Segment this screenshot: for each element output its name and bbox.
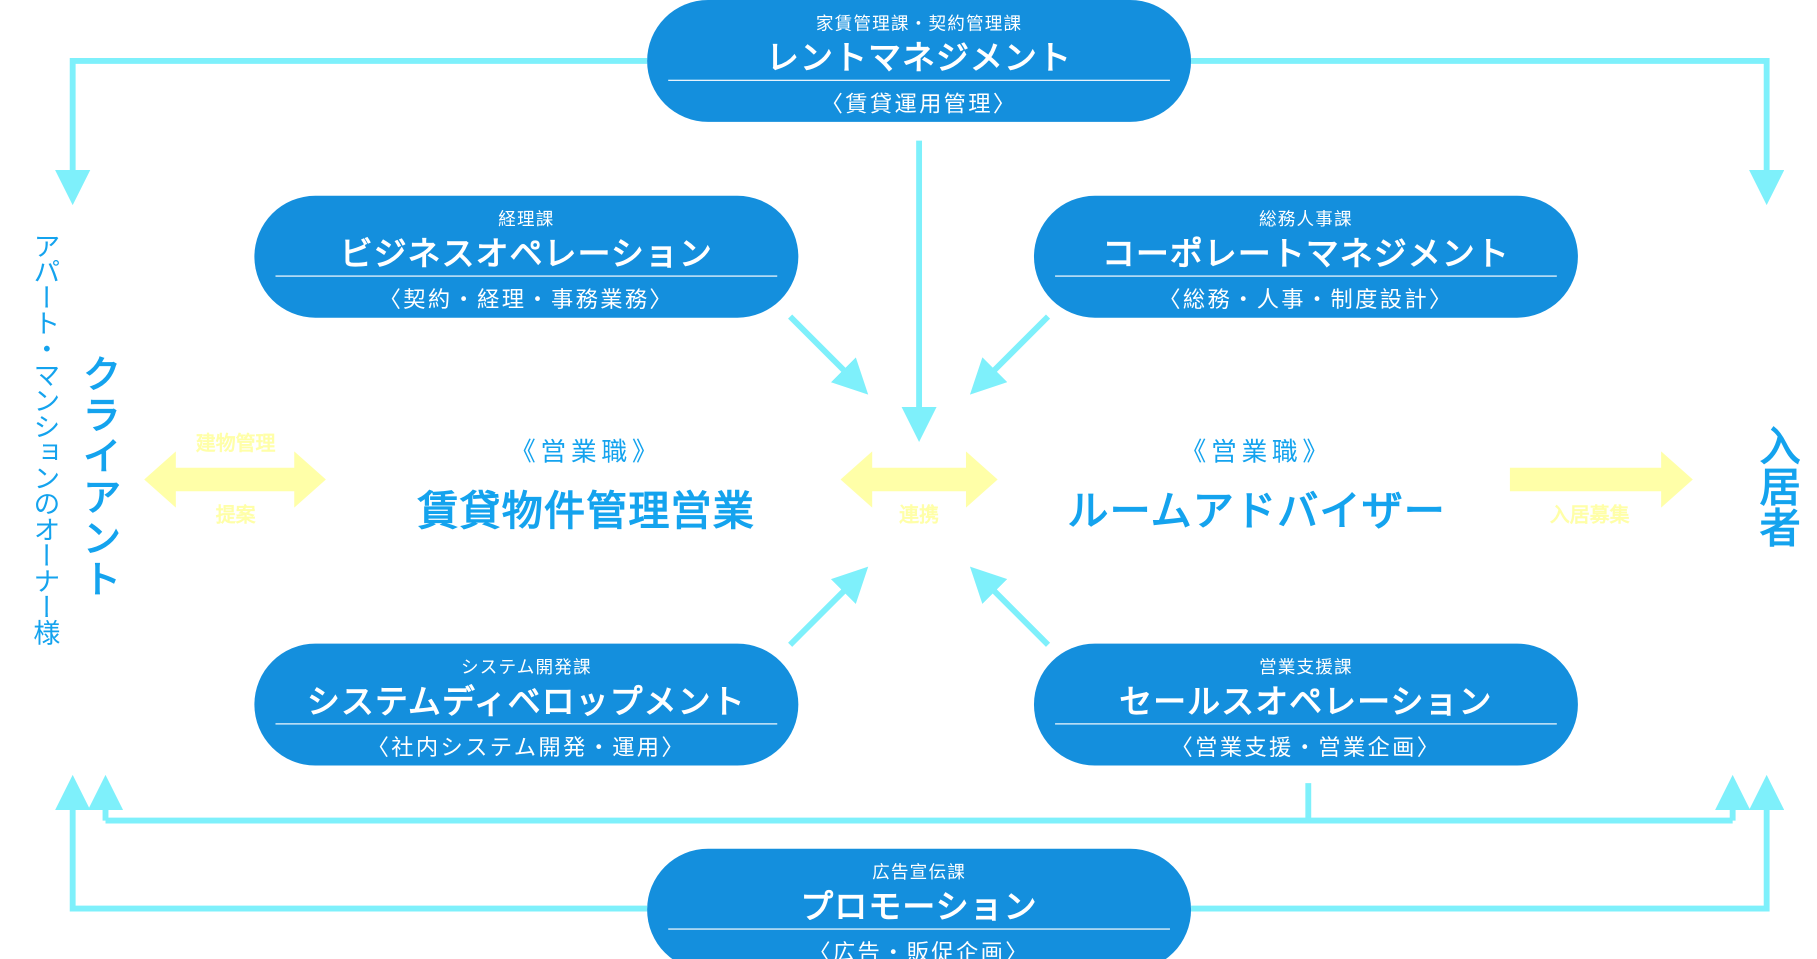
line-business-to-center bbox=[788, 314, 869, 395]
box-subtitle: 〈総務・人事・制度設計〉 bbox=[1158, 287, 1454, 314]
box-subtitle: 〈社内システム開発・運用〉 bbox=[366, 735, 687, 761]
line-corporate-to-center bbox=[969, 314, 1051, 395]
role-category-right: 《営業職》 bbox=[1180, 438, 1333, 468]
line-rent-to-client bbox=[55, 58, 648, 206]
divider bbox=[275, 723, 778, 725]
box-sales-operation: 営業支援課 セールスオペレーション 〈営業支援・営業企画〉 bbox=[1033, 643, 1578, 766]
box-title: システムディベロップメント bbox=[307, 682, 746, 721]
box-subtitle: 〈営業支援・営業企画〉 bbox=[1170, 735, 1442, 761]
box-title: プロモーション bbox=[800, 887, 1038, 927]
line-sales-bus bbox=[105, 783, 1733, 824]
center-double-arrow bbox=[840, 451, 998, 508]
box-promotion: 広告宣伝課 プロモーション 〈広告・販促企画〉 bbox=[647, 848, 1192, 959]
box-subtitle: 〈広告・販促企画〉 bbox=[808, 940, 1030, 959]
role-name-right: ルームアドバイザー bbox=[1067, 488, 1447, 536]
box-rent-management: 家賃管理課・契約管理課 レントマネジメント 〈賃貸運用管理〉 bbox=[647, 0, 1192, 122]
box-subtitle: 〈賃貸運用管理〉 bbox=[820, 91, 1018, 118]
box-title: セールスオペレーション bbox=[1119, 682, 1493, 721]
label-tenant-recruitment: 入居募集 bbox=[1549, 504, 1630, 528]
label-cooperation: 連携 bbox=[899, 504, 940, 528]
role-name-left: 賃貸物件管理営業 bbox=[417, 488, 755, 536]
label-building-management: 建物管理 bbox=[195, 432, 276, 457]
line-promotion-to-client bbox=[55, 774, 648, 912]
dept-label: 営業支援課 bbox=[1259, 656, 1353, 678]
box-business-operation: 経理課 ビジネスオペレーション 〈契約・経理・事務業務〉 bbox=[254, 195, 799, 318]
line-promotion-to-tenant bbox=[1191, 774, 1785, 912]
divider bbox=[1055, 723, 1557, 725]
dept-label: 経理課 bbox=[498, 208, 555, 230]
dept-label: 広告宣伝課 bbox=[872, 861, 966, 883]
line-rent-to-tenant bbox=[1191, 58, 1785, 206]
client-double-arrow bbox=[144, 451, 326, 508]
tenant-title: 入居者 bbox=[1752, 424, 1800, 548]
box-corporate-management: 総務人事課 コーポレートマネジメント 〈総務・人事・制度設計〉 bbox=[1033, 195, 1578, 318]
divider bbox=[668, 928, 1170, 930]
divider bbox=[1055, 275, 1557, 277]
line-system-to-center bbox=[788, 566, 869, 647]
divider bbox=[668, 79, 1170, 81]
box-subtitle: 〈契約・経理・事務業務〉 bbox=[378, 287, 675, 314]
box-title: ビジネスオペレーション bbox=[339, 234, 714, 274]
dept-label: 家賃管理課・契約管理課 bbox=[815, 12, 1023, 34]
box-title: レントマネジメント bbox=[766, 38, 1073, 78]
role-category-left: 《営業職》 bbox=[509, 438, 663, 468]
client-title: クライアント bbox=[76, 354, 122, 601]
dept-label: システム開発課 bbox=[460, 656, 592, 678]
line-sales-to-center bbox=[969, 566, 1051, 647]
box-title: コーポレートマネジメント bbox=[1101, 234, 1510, 274]
box-system-development: システム開発課 システムディベロップメント 〈社内システム開発・運用〉 bbox=[254, 643, 799, 766]
client-subtitle: アパート・マンションのオーナー様 bbox=[28, 232, 59, 645]
dept-label: 総務人事課 bbox=[1259, 208, 1353, 230]
tenant-arrow bbox=[1509, 451, 1693, 508]
label-proposal: 提案 bbox=[215, 504, 256, 528]
divider bbox=[275, 275, 778, 277]
